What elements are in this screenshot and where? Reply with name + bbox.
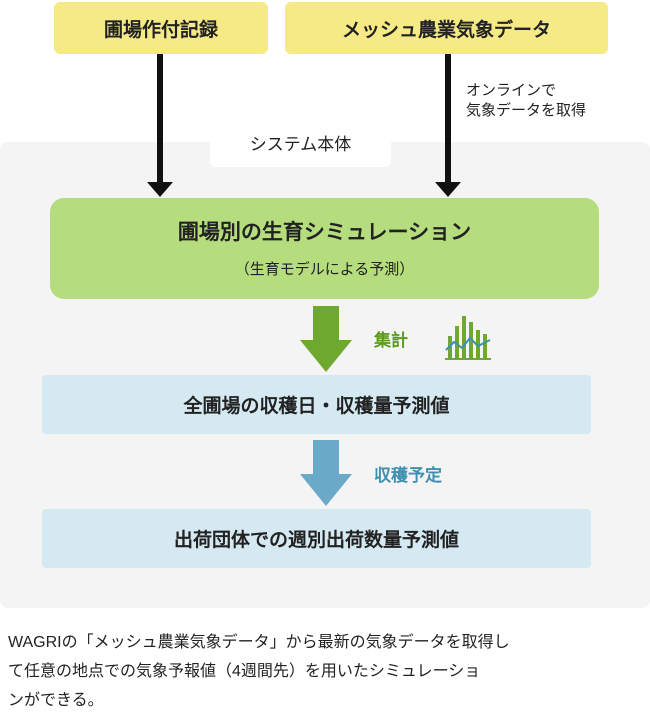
input-arrows [147, 54, 461, 197]
system-label-text: システム本体 [249, 134, 352, 155]
harvest-plan-arrow [300, 440, 352, 506]
field-record-input-box: 圃場作付記録 [54, 2, 268, 54]
shipping-forecast-box: 出荷団体での週別出荷数量予測値 [42, 509, 591, 568]
harvest-forecast-text: 全圃場の収穫日・収穫量予測値 [183, 395, 450, 417]
online-note-line-2: 気象データを取得 [466, 101, 587, 119]
aggregate-label: 集計 [374, 331, 408, 351]
online-acquisition-note: オンラインで 気象データを取得 [466, 80, 646, 120]
simulation-box: 圃場別の生育シミュレーション （生育モデルによる予測） [50, 198, 599, 299]
footer-caption: WAGRIの「メッシュ農業気象データ」から最新の気象データを取得し て任意の地点… [8, 628, 648, 715]
mesh-weather-input-box: メッシュ農業気象データ [285, 2, 608, 54]
aggregate-arrow [300, 306, 352, 372]
simulation-title: 圃場別の生育シミュレーション [177, 220, 472, 244]
footer-line-3: ンができる。 [8, 692, 104, 709]
online-note-line-1: オンラインで [466, 81, 557, 99]
shipping-forecast-text: 出荷団体での週別出荷数量予測値 [173, 529, 459, 551]
simulation-subtitle: （生育モデルによる予測） [234, 260, 415, 278]
harvest-forecast-box: 全圃場の収穫日・収穫量予測値 [42, 375, 591, 434]
harvest-plan-label: 収穫予定 [374, 466, 442, 486]
field-record-label: 圃場作付記録 [103, 18, 218, 41]
mesh-weather-label: メッシュ農業気象データ [341, 18, 551, 41]
bar-line-chart-icon [445, 316, 491, 360]
system-label-tab: システム本体 [210, 117, 391, 167]
mesh-weather-arrow [435, 54, 461, 197]
field-record-arrow [147, 54, 173, 197]
footer-line-2: て任意の地点での気象予報値（4週間先）を用いたシミュレーショ [8, 663, 481, 680]
footer-line-1: WAGRIの「メッシュ農業気象データ」から最新の気象データを取得し [8, 634, 510, 651]
